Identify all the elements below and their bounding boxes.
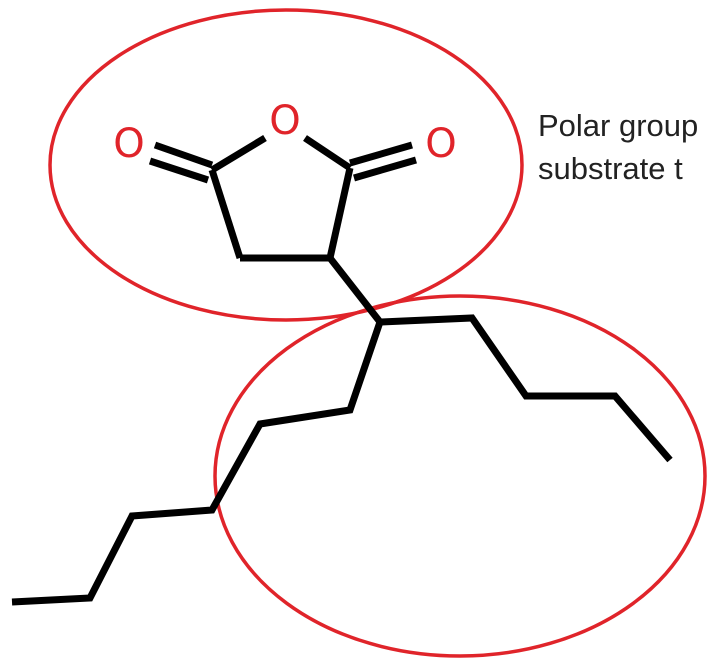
ring-oxygen-label: O	[269, 98, 300, 144]
caption-line-2: substrate t	[538, 151, 683, 186]
ring-bond-c4-c5	[326, 167, 354, 259]
right-alkyl-chain	[379, 314, 673, 463]
nonpolar-chain-highlight	[213, 294, 707, 658]
polar-group-caption: Polar group substrate t	[538, 104, 711, 190]
carbonyl-bond-right-b	[353, 156, 417, 182]
ring-bond-c2-c3	[208, 168, 244, 260]
ring-bond-c2-o1	[210, 135, 267, 173]
polar-group-highlight	[48, 8, 524, 322]
ring-to-branch-bond	[327, 255, 383, 325]
carbonyl-oxygen-right-label: O	[425, 121, 456, 167]
left-alkyl-chain	[11, 320, 384, 606]
carbonyl-bond-left-b	[148, 157, 210, 184]
carbonyl-bond-left-a	[153, 141, 214, 169]
ring-bond-o1-c5	[303, 135, 352, 171]
carbonyl-bond-right-a	[349, 141, 413, 167]
caption-line-1: Polar group	[538, 108, 699, 143]
carbonyl-oxygen-left-label: O	[113, 121, 144, 167]
